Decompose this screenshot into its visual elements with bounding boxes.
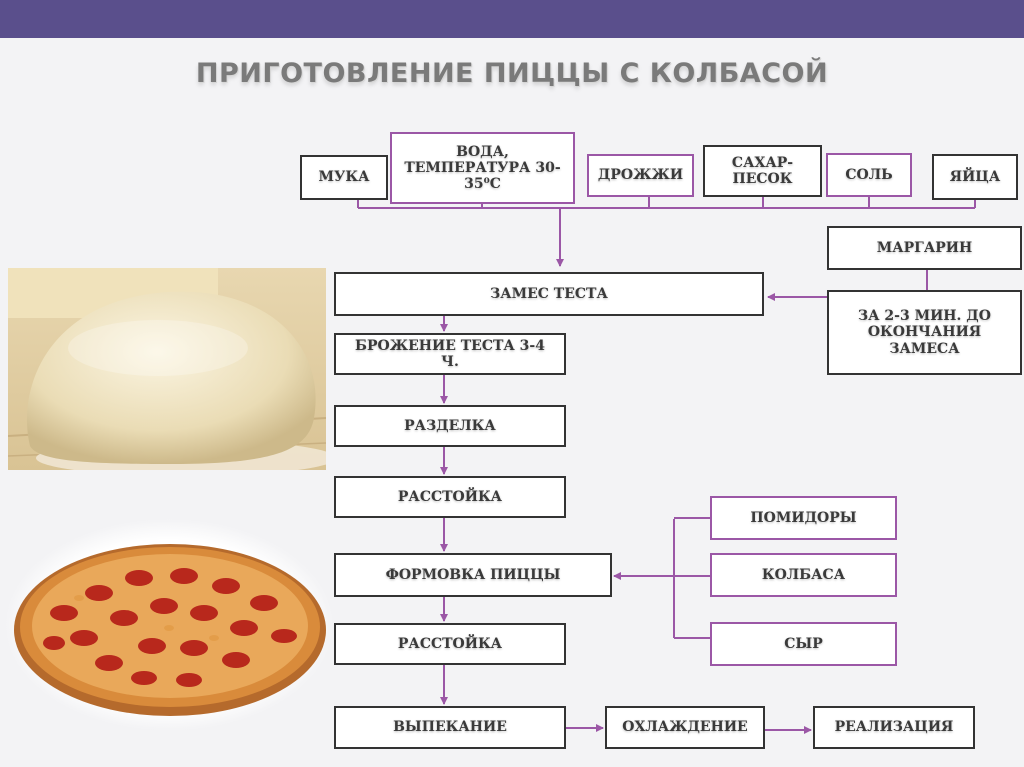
slide-title: ПРИГОТОВЛЕНИЕ ПИЦЦЫ С КОЛБАСОЙ xyxy=(195,58,829,89)
ingredient-sugar: САХАР-ПЕСОК xyxy=(703,145,822,197)
ingredient-salt: СОЛЬ xyxy=(826,153,912,197)
ingredient-water: ВОДА, ТЕМПЕРАТУРА 30-35⁰С xyxy=(390,132,575,204)
topping-cheese: СЫР xyxy=(710,622,897,666)
step-fermentation: БРОЖЕНИЕ ТЕСТА 3-4 Ч. xyxy=(334,333,566,375)
header-bar xyxy=(0,0,1024,38)
step-kneading: ЗАМЕС ТЕСТА xyxy=(334,272,764,316)
dough-photo xyxy=(8,268,326,470)
step-cutting: РАЗДЕЛКА xyxy=(334,405,566,447)
step-proofing-1: РАССТОЙКА xyxy=(334,476,566,518)
ingredient-yeast: ДРОЖЖИ xyxy=(587,154,694,197)
step-proofing-2: РАССТОЙКА xyxy=(334,623,566,665)
ingredient-eggs: ЯЙЦА xyxy=(932,154,1018,200)
step-forming: ФОРМОВКА ПИЦЦЫ xyxy=(334,553,612,597)
topping-tomatoes: ПОМИДОРЫ xyxy=(710,496,897,540)
ingredient-margarine: МАРГАРИН xyxy=(827,226,1022,270)
step-cooling: ОХЛАЖДЕНИЕ xyxy=(605,706,765,749)
ingredient-flour: МУКА xyxy=(300,155,388,200)
step-sale: РЕАЛИЗАЦИЯ xyxy=(813,706,975,749)
step-baking: ВЫПЕКАНИЕ xyxy=(334,706,566,749)
margarine-note: ЗА 2-3 МИН. ДО ОКОНЧАНИЯ ЗАМЕСА xyxy=(827,290,1022,375)
topping-sausage: КОЛБАСА xyxy=(710,553,897,597)
pizza-photo xyxy=(4,518,334,732)
